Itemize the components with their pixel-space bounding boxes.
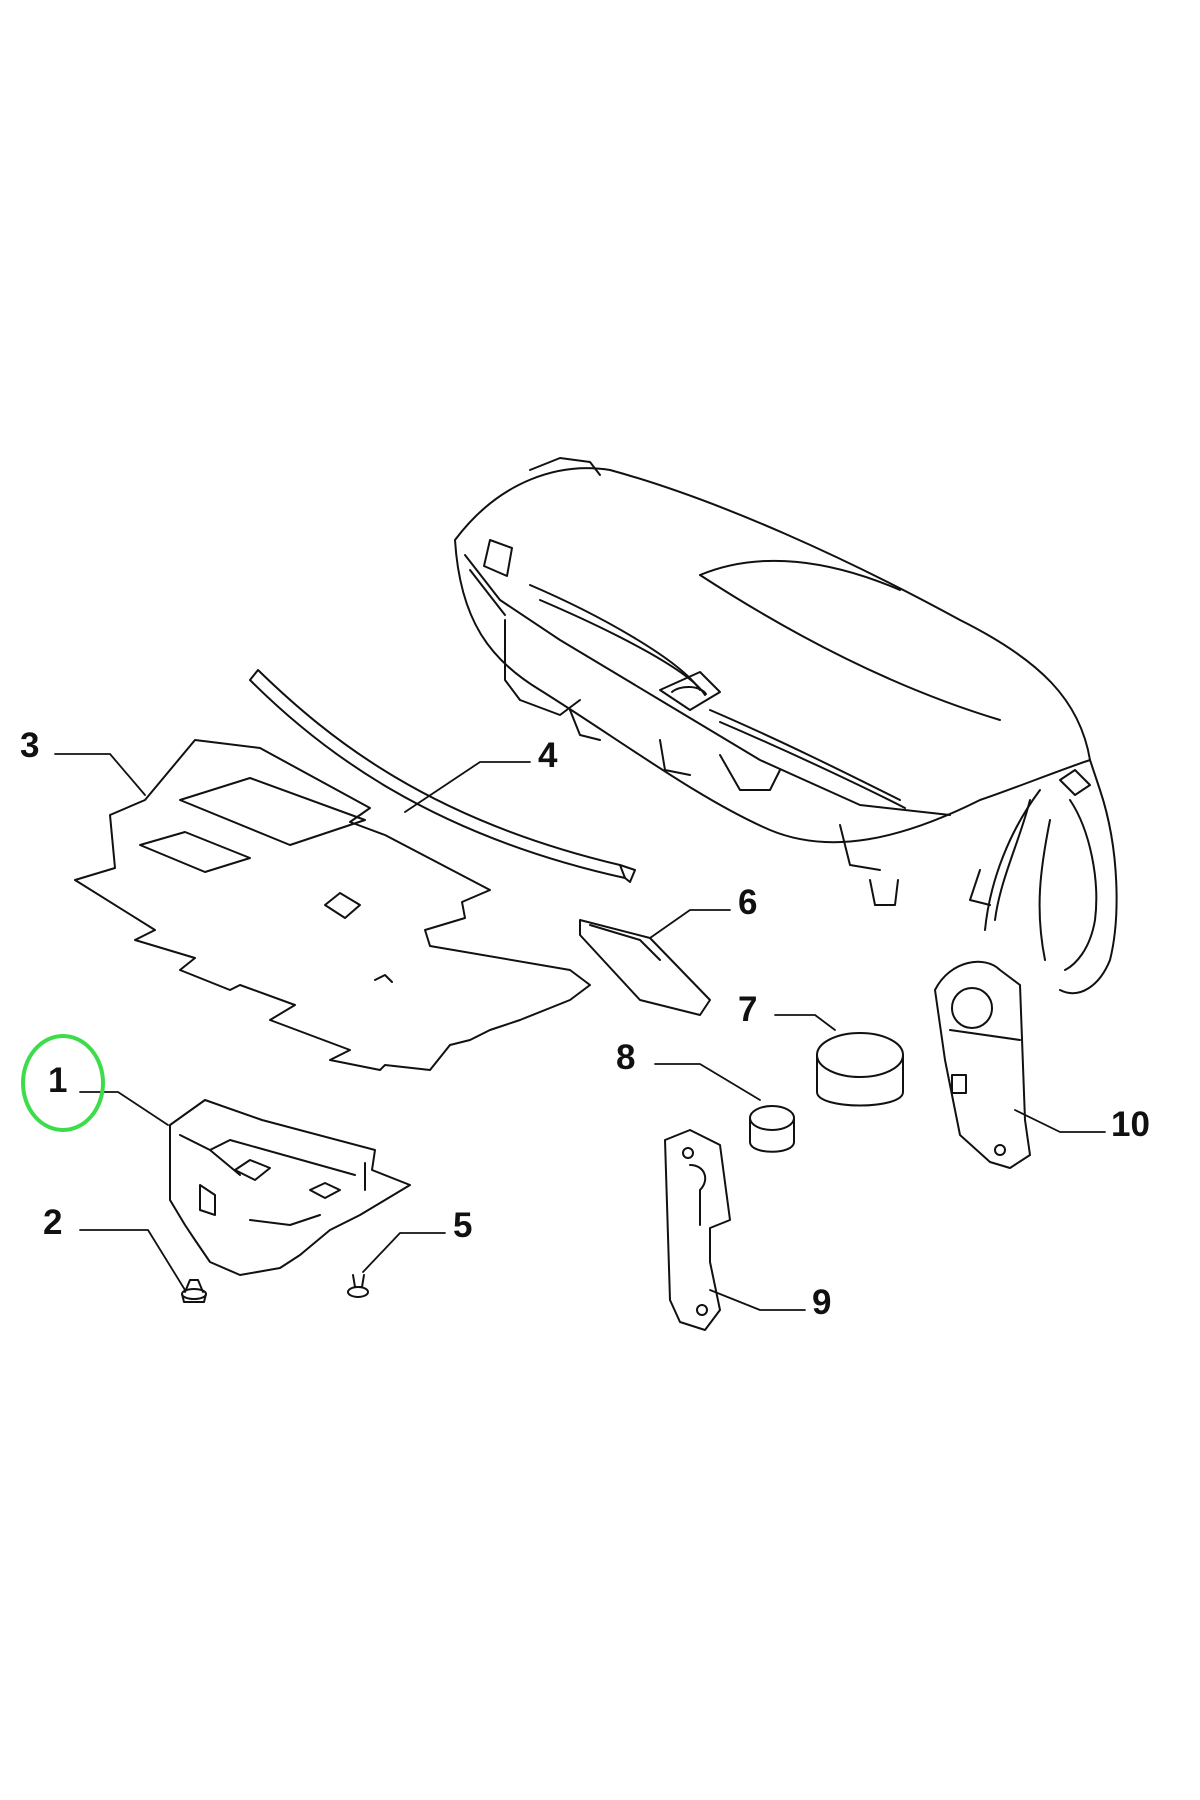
part-5-screw	[347, 1274, 369, 1298]
leader-lines	[54, 753, 1106, 1311]
part-4-seal-strip	[249, 669, 636, 883]
part-1-lower-cover	[169, 1099, 411, 1276]
callout-2[interactable]: 2	[43, 1203, 63, 1242]
part-3-insulation-panel	[74, 739, 591, 1071]
leader-line-5	[362, 1232, 446, 1273]
callout-5[interactable]: 5	[453, 1206, 473, 1245]
part-7-cap	[816, 1032, 904, 1107]
part-10-bracket	[934, 960, 1031, 1169]
part-8-cylinder	[749, 1105, 795, 1153]
leader-line-9	[709, 1289, 806, 1311]
leader-line-6	[649, 909, 731, 939]
leader-line-7	[774, 1014, 836, 1031]
dashboard-assembly	[454, 457, 1118, 995]
callout-1[interactable]: 1	[48, 1061, 68, 1100]
leader-line-8	[654, 1063, 761, 1101]
callout-10[interactable]: 10	[1111, 1105, 1150, 1144]
part-6-bracket	[579, 919, 711, 1016]
highlight-ring	[21, 1034, 105, 1132]
leader-line-10	[1014, 1109, 1106, 1133]
part-2-clip	[181, 1279, 207, 1303]
callout-3[interactable]: 3	[20, 726, 40, 765]
callout-7[interactable]: 7	[738, 990, 758, 1029]
callout-8[interactable]: 8	[616, 1038, 636, 1077]
callout-9[interactable]: 9	[812, 1283, 832, 1322]
part-9-plate	[664, 1129, 731, 1331]
leader-line-2	[79, 1229, 186, 1291]
callout-6[interactable]: 6	[738, 883, 758, 922]
leader-line-3	[54, 753, 146, 796]
callout-4[interactable]: 4	[538, 736, 558, 775]
leader-line-1	[79, 1091, 169, 1126]
leader-line-4	[404, 761, 531, 813]
